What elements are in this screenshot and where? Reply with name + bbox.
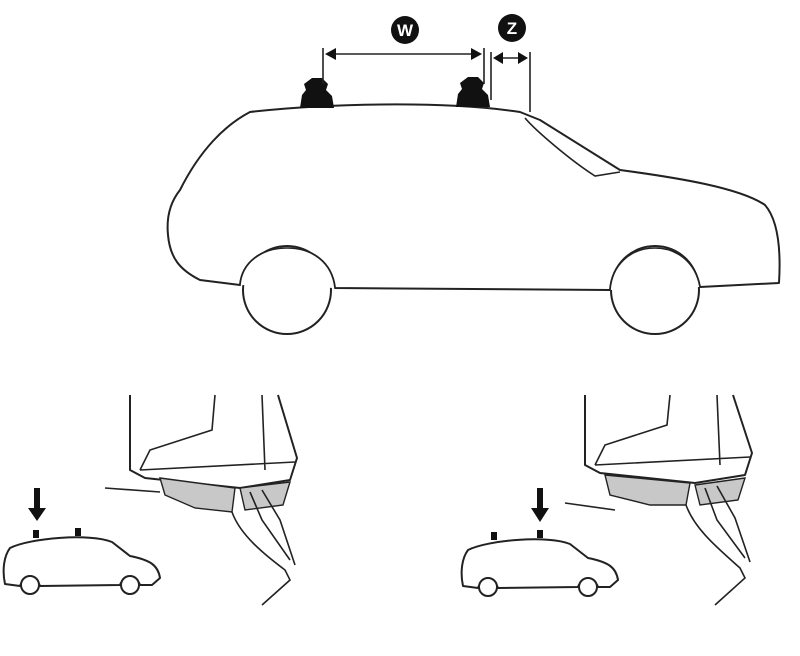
foot-marker bbox=[33, 530, 39, 538]
w-badge bbox=[391, 16, 419, 44]
main-car bbox=[166, 103, 781, 335]
w-label: W bbox=[397, 21, 414, 40]
down-arrow-icon bbox=[531, 488, 549, 522]
dimension-w: W bbox=[322, 16, 485, 84]
down-arrow-icon bbox=[28, 488, 46, 521]
z-badge bbox=[498, 14, 526, 42]
detail-left bbox=[104, 394, 298, 606]
foot-marker bbox=[537, 530, 543, 538]
dimension-z: Z bbox=[490, 14, 531, 112]
rack-foot-rear bbox=[300, 78, 334, 108]
small-car-left bbox=[2, 488, 161, 595]
detail-right bbox=[564, 394, 753, 606]
z-label: Z bbox=[507, 19, 517, 38]
rack-foot-front bbox=[456, 77, 490, 107]
small-car-right bbox=[460, 488, 619, 597]
